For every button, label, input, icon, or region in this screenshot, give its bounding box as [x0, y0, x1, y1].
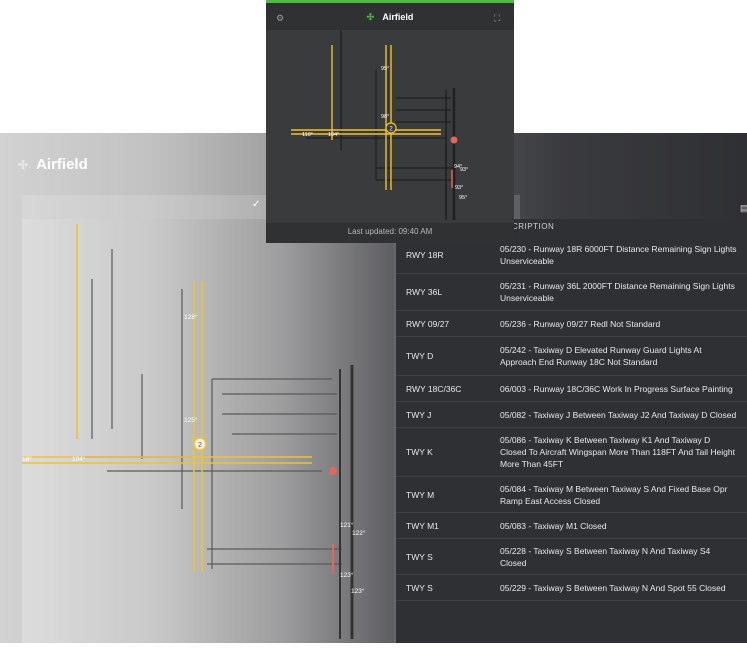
- row-description: 05/236 - Runway 09/27 Redl Not Standard: [500, 318, 661, 329]
- panel-badge: 2: [389, 127, 393, 133]
- last-updated-text: Last updated: 09:40 AM: [347, 227, 433, 236]
- row-description: 05/086 - Taxiway K Between Taxiway K1 An…: [500, 435, 735, 469]
- row-id: RWY 36L: [406, 287, 443, 297]
- row-id: RWY 18C/36C: [406, 383, 462, 394]
- collapse-icon[interactable]: ✣: [18, 157, 29, 172]
- map-badge: 2: [198, 442, 202, 449]
- airfield-map[interactable]: 2 128° 125° 104° 18° 121° 122° 123° 123°: [22, 219, 394, 643]
- panel-label-g: 93°: [455, 185, 463, 191]
- notice-table: [396, 219, 747, 643]
- panel-label-h: 95°: [459, 195, 467, 201]
- panel-label-b: 98°: [381, 114, 389, 120]
- row-id: TWY S: [406, 582, 433, 593]
- row-description: 05/231 - Runway 36L 2000FT Distance Rema…: [500, 281, 735, 303]
- row-id: TWY K: [406, 447, 433, 457]
- label-g: 123°: [340, 571, 354, 579]
- row-description: 05/242 - Taxiway D Elevated Runway Guard…: [500, 345, 702, 367]
- panel-label-e: 94°: [454, 164, 462, 170]
- row-description: 05/083 - Taxiway M1 Closed: [500, 520, 607, 531]
- label-f: 122°: [352, 529, 366, 537]
- row-description: 05/229 - Taxiway S Between Taxiway N And…: [500, 582, 726, 593]
- table-row[interactable]: RWY 09/27 05/236 - Runway 09/27 Redl Not…: [396, 311, 747, 337]
- panel-title: ✣ Airfield: [266, 12, 514, 23]
- row-id: TWY S: [406, 551, 433, 562]
- panel-label-a: 95°: [381, 66, 389, 72]
- fullscreen-icon[interactable]: ⛶: [494, 13, 501, 23]
- label-d: 18°: [22, 455, 32, 463]
- table-row[interactable]: RWY 18R 05/230 - Runway 18R 6000FT Dista…: [396, 237, 747, 274]
- panel-map-graphic: 2 95° 98° 110° 104° 94° 93° 93° 95°: [291, 30, 468, 220]
- row-description: 05/230 - Runway 18R 6000FT Distance Rema…: [500, 244, 737, 266]
- row-description: 06/003 - Runway 18C/36C Work In Progress…: [500, 383, 733, 394]
- panel-label-f: 93°: [460, 167, 468, 173]
- label-b: 125°: [184, 416, 198, 424]
- window-title: ✣ Airfield: [18, 156, 88, 173]
- gear-icon[interactable]: ⚙: [276, 13, 285, 23]
- label-h: 123°: [351, 587, 365, 595]
- table-icon[interactable]: ▤: [740, 203, 747, 213]
- row-id: TWY J: [406, 409, 432, 420]
- row-id: TWY M1: [406, 520, 439, 531]
- window-title-text: Airfield: [36, 156, 88, 173]
- panel-title-text: Airfield: [382, 12, 414, 22]
- row-description: 05/082 - Taxiway J Between Taxiway J2 An…: [500, 409, 737, 420]
- label-e: 121°: [340, 521, 354, 529]
- row-id: TWY M: [406, 489, 435, 500]
- row-id: RWY 18R: [406, 250, 444, 260]
- map-graphic: 2 128° 125° 104° 18° 121° 122° 123° 123°: [22, 224, 366, 639]
- panel-label-d: 104°: [328, 132, 339, 138]
- row-description: 05/228 - Taxiway S Between Taxiway N And…: [500, 545, 711, 568]
- label-a: 128°: [184, 313, 198, 321]
- expand-arrows-icon[interactable]: ✣: [366, 12, 375, 22]
- table-row[interactable]: RWY 18C/36C 06/003 - Runway 18C/36C Work…: [396, 376, 747, 402]
- panel-label-c: 110°: [302, 132, 313, 138]
- table-row[interactable]: TWY K 05/086 - Taxiway K Between Taxiway…: [396, 428, 747, 477]
- column-header-description[interactable]: CRIPTION: [512, 222, 555, 231]
- row-description: 05/084 - Taxiway M Between Taxiway S And…: [500, 483, 728, 506]
- panel-map[interactable]: 2 95° 98° 110° 104° 94° 93° 93° 95°: [266, 30, 514, 223]
- table-row[interactable]: TWY S 05/228 - Taxiway S Between Taxiway…: [396, 539, 747, 575]
- table-row[interactable]: RWY 36L 05/231 - Runway 36L 2000FT Dista…: [396, 274, 747, 311]
- table-row[interactable]: TWY D 05/242 - Taxiway D Elevated Runway…: [396, 337, 747, 376]
- row-id: TWY D: [406, 351, 434, 361]
- table-row[interactable]: TWY S 05/229 - Taxiway S Between Taxiway…: [396, 575, 747, 601]
- check-icon[interactable]: ✓: [252, 199, 261, 210]
- row-id: RWY 09/27: [406, 318, 450, 329]
- table-row[interactable]: TWY J 05/082 - Taxiway J Between Taxiway…: [396, 402, 747, 428]
- table-row[interactable]: TWY M 05/084 - Taxiway M Between Taxiway…: [396, 477, 747, 513]
- status-bar: [266, 0, 514, 3]
- airfield-compact-panel: ⚙ ✣ Airfield ⛶: [266, 0, 514, 243]
- table-row[interactable]: TWY M1 05/083 - Taxiway M1 Closed: [396, 513, 747, 539]
- label-c: 104°: [72, 455, 86, 463]
